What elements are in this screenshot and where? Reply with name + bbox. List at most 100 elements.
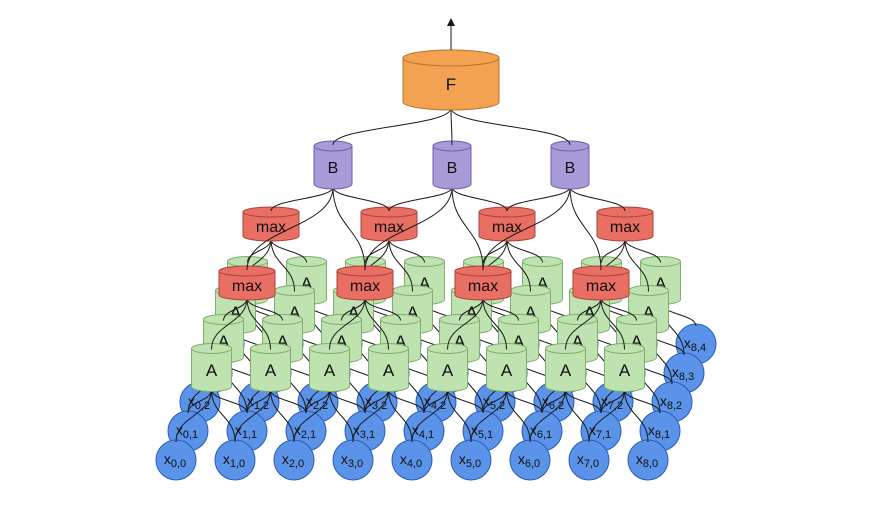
max-a-wire [247,238,272,263]
input-node-label: x8,2 [660,393,682,412]
f-node-top [402,49,500,67]
a-node-6-0-label: A [560,361,572,380]
max-a-wire [270,238,307,263]
a-node-0-0-body [191,348,232,392]
max-node-3-label: max [586,278,616,295]
b-max-wire [332,186,390,212]
f-node: F [402,49,500,111]
max-a-wire [388,238,425,263]
max-a-wire [565,297,602,350]
max-a-wire [329,297,366,350]
a-node-0-0-label: A [206,361,218,380]
max-a-wire [600,297,625,350]
input-node-label: x1,0 [223,451,245,470]
a-input-wire [565,389,602,414]
a-input-wire [447,389,484,414]
b-node-0-top [313,140,353,152]
a-node-6-0: A [545,343,586,392]
input-node-x8-0: x8,0 [627,439,669,481]
input-node-label: x2,0 [282,451,304,470]
a-input-wire [624,389,661,414]
max-a-wire [577,297,602,321]
a-node-2-0: A [309,343,350,392]
b-max-wire [246,186,334,271]
b-node-0-body [313,146,353,190]
b-node-0: B [313,140,353,190]
f-node-body [402,58,500,111]
max-a-wire [600,297,637,321]
input-node-label: x8,0 [636,451,658,470]
f-b-wire [450,107,571,146]
max-node-6-top [478,206,536,218]
b-node-2-top [550,140,590,152]
a-node-4-0-body [427,348,468,392]
max-a-wire [447,297,484,350]
max-node-2-label: max [468,278,498,295]
max-node-6-body [478,212,536,242]
b-node-0-label: B [328,160,339,177]
max-node-5-body [360,212,418,242]
input-node-x5-0: x5,0 [450,439,492,481]
a-node-1-0-label: A [265,361,277,380]
a-node-4-0: A [427,343,468,392]
b-node-2-label: B [565,160,576,177]
b-max-wire [482,186,571,271]
a-layer: AAAAAAAAAAAAAAAAAAAAAAAAAAAAAAAA [175,256,697,443]
max-node-0-body [218,271,276,301]
b-max-wire [569,186,602,271]
input-node-x7-0: x7,0 [568,439,610,481]
a-node-6-0-body [545,348,586,392]
input-node-label: x0,0 [164,451,186,470]
a-input-wire [506,389,543,414]
max-a-wire [365,238,390,263]
a-input-wire [541,389,566,414]
a-input-wire [293,389,330,443]
f-b-wire [332,107,452,146]
a-node-5-0-body [486,348,527,392]
b-max-wire [569,186,626,212]
max-node-5: max [360,206,418,242]
input-node-label: x8,3 [672,364,694,383]
a-input-wire [270,389,307,414]
b-max-wire [451,186,508,212]
input-node-label: x8,4 [684,335,706,354]
b-max-wire [270,186,334,212]
max-node-3: max [572,265,630,301]
a-input-wire [364,389,389,414]
max-a-wire [459,297,484,321]
a-input-wire [506,389,531,443]
a-input-wire [565,389,590,443]
a-input-wire [411,389,448,443]
max-a-wire [223,297,248,321]
a-input-wire [270,389,295,443]
a-input-wire [470,389,507,443]
a-input-wire [624,389,649,443]
a-input-wire [600,389,625,414]
a-node-0-0: A [191,343,232,392]
a-node-3-0-body [368,348,409,392]
a-node-3-0-label: A [383,361,395,380]
max-node-1: max [336,265,394,301]
max-node-6-label: max [492,219,522,236]
a-node-4-0-label: A [442,361,454,380]
max-node-4: max [242,206,300,242]
a-input-wire [529,389,566,443]
a-node-1-0-body [250,348,291,392]
max-a-wire [341,297,366,321]
a-input-wire [234,389,271,443]
a-input-wire [246,389,271,414]
f-node-label: F [446,75,456,94]
max-a-wire [601,238,626,263]
input-node-x4-0: x4,0 [391,439,433,481]
a-node-2-0-body [309,348,350,392]
max-a-wire [211,297,248,350]
a-input-wire [352,389,389,443]
max-node-4-body [242,212,300,242]
f-layer: F [332,18,571,146]
b-max-wire [388,186,453,212]
max-a-wire [246,297,283,321]
a-node-5-0: A [486,343,527,392]
max-a-wire [624,238,649,292]
